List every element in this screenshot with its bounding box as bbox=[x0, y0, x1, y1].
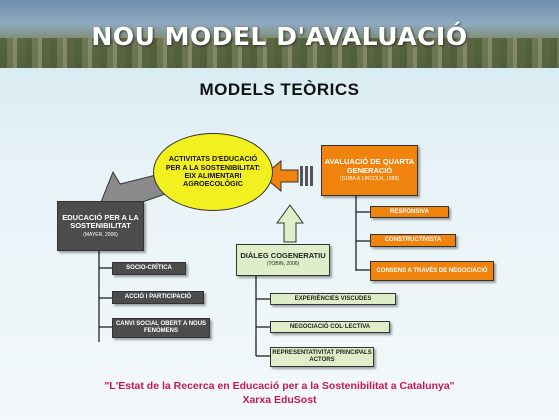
slide-title: NOU MODEL D'AVALUACIÓ bbox=[91, 22, 468, 51]
education-sustainability-box: EDUCACIÓ PER A LA SOSTENIBILITAT (MAYER,… bbox=[57, 201, 144, 251]
fourth-generation-ref: (GUBA & LINCOLN, 1989) bbox=[340, 176, 399, 183]
middle-item-negociacio: NEGOCIACIÓ COL·LECTIVA bbox=[270, 321, 390, 333]
fourth-generation-evaluation-box: AVALUACIÓ DE QUARTA GENERACIÓ (GUBA & LI… bbox=[321, 145, 418, 196]
education-sustainability-title: EDUCACIÓ PER A LA SOSTENIBILITAT bbox=[62, 212, 139, 231]
footer-network: Xarxa EduSost bbox=[242, 394, 317, 406]
landscape-banner bbox=[0, 0, 559, 68]
right-item-constructivista: CONSTRUCTIVISTA bbox=[370, 234, 456, 247]
middle-item-representativitat: REPRESENTATIVITAT PRINCIPALS ACTORS bbox=[270, 347, 374, 367]
section-subtitle: MODELS TEÒRICS bbox=[199, 80, 360, 99]
cogenerative-dialogue-ref: (TOBIN, 2006) bbox=[266, 261, 300, 268]
left-item-canvi-social: CANVI SOCIAL OBERT A NOUS FENÒMENS bbox=[112, 318, 210, 338]
right-item-responsiva: RESPONSIVA bbox=[370, 206, 449, 218]
central-activities-ellipse: ACTIVITATS D'EDUCACIÓ PER A LA SOSTENIBI… bbox=[153, 133, 273, 211]
education-sustainability-ref: (MAYER, 2006) bbox=[83, 231, 118, 238]
right-item-consens: CONSENS A TRAVÉS DE NEGOCIACIÓ bbox=[370, 261, 494, 281]
cogenerative-dialogue-title: DIÀLEG COGENERATIU bbox=[240, 250, 326, 260]
banner-landscape-image bbox=[0, 38, 559, 68]
middle-item-experiencies: EXPERIÈNCIES VISCUDES bbox=[270, 293, 396, 305]
left-item-accio-participacio: ACCIÓ I PARTICIPACIÓ bbox=[112, 291, 204, 304]
cogenerative-dialogue-box: DIÀLEG COGENERATIU (TOBIN, 2006) bbox=[236, 244, 330, 276]
footer-quote: "L'Estat de la Recerca en Educació per a… bbox=[104, 380, 455, 392]
arrow-from-right-box bbox=[262, 159, 313, 193]
fourth-generation-title: AVALUACIÓ DE QUARTA GENERACIÓ bbox=[324, 157, 415, 175]
left-item-socio-critica: SOCIO-CRÍTICA bbox=[112, 262, 186, 275]
